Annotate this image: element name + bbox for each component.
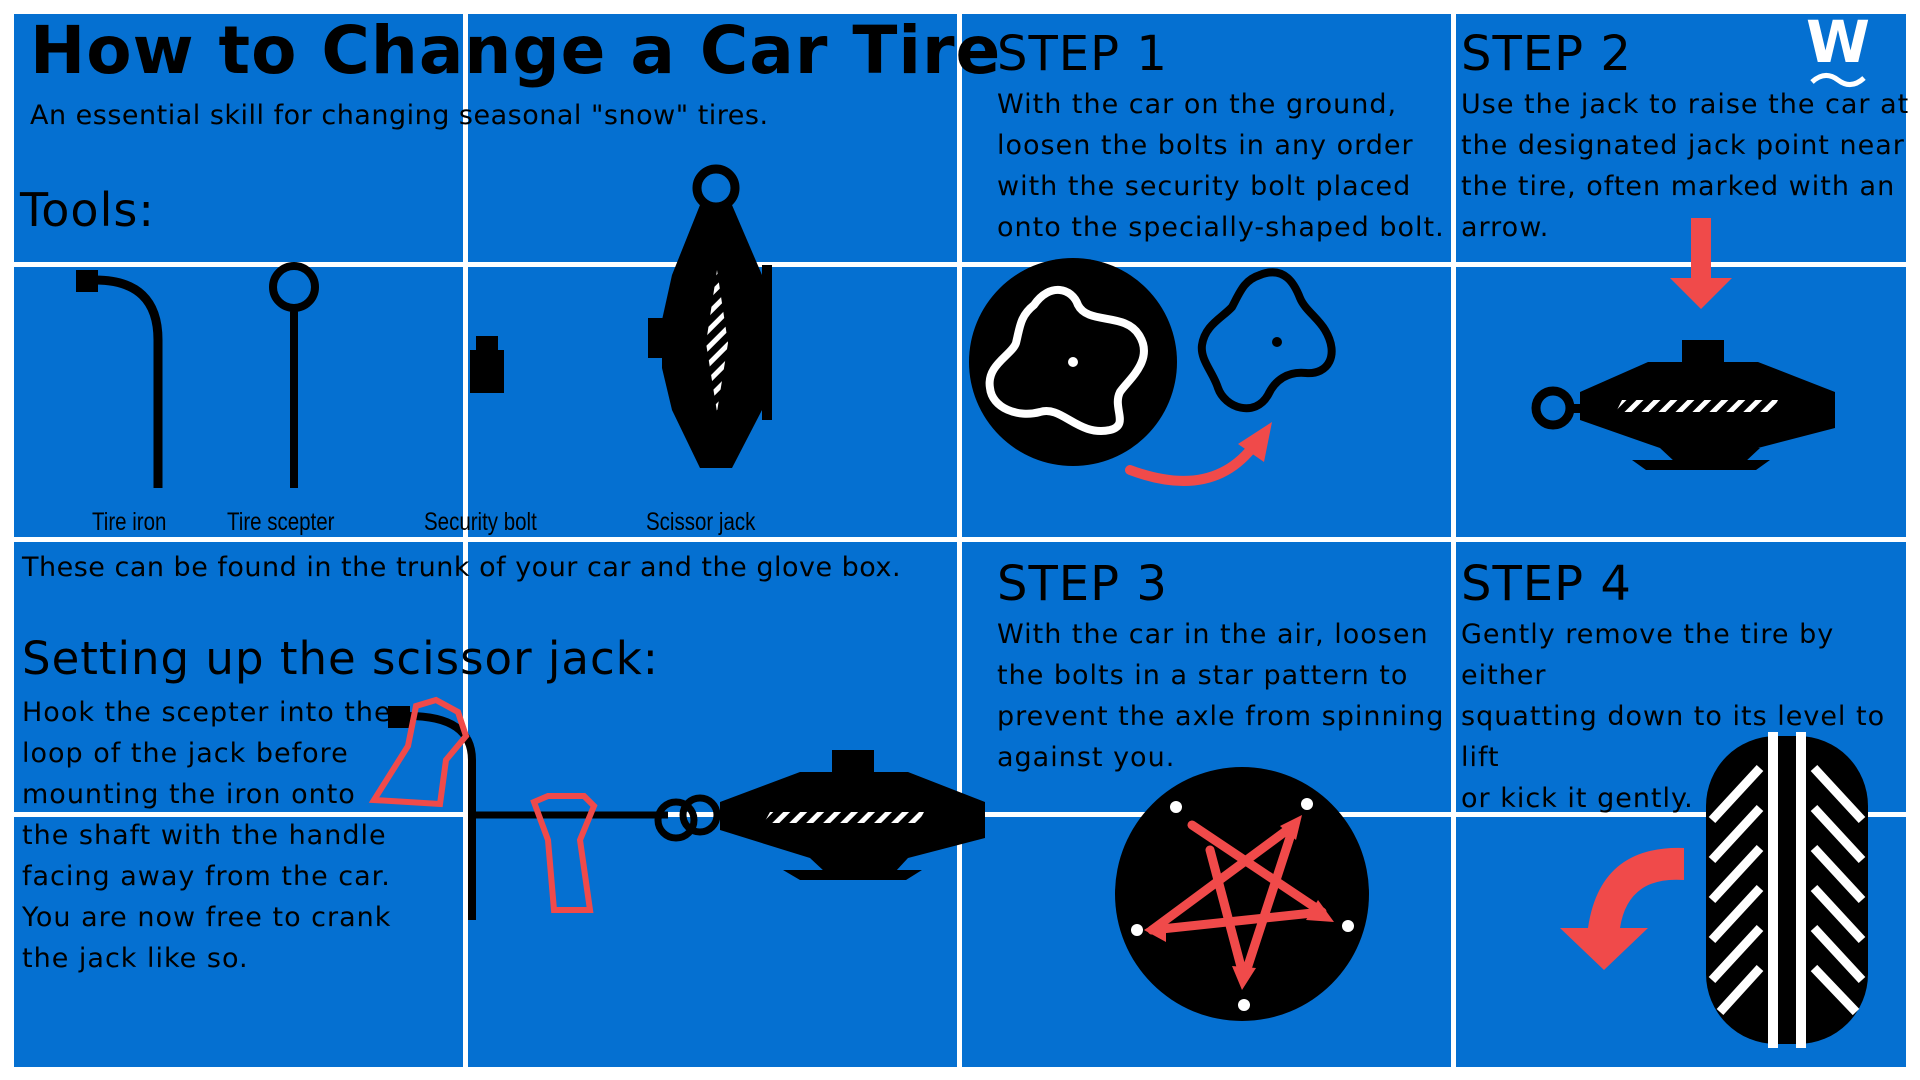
tools-location-note: These can be found in the trunk of your … bbox=[22, 552, 902, 583]
setup-scissor-jack-icon bbox=[720, 750, 985, 880]
step-3-text: With the car in the air, loosen the bolt… bbox=[997, 614, 1444, 778]
panel-step2-text bbox=[1456, 14, 1906, 262]
scissor-jack-raised-icon bbox=[1531, 340, 1835, 470]
step-4-heading: STEP 4 bbox=[1461, 556, 1632, 612]
panel-step3-text bbox=[962, 542, 1451, 812]
setup-line: the jack like so. bbox=[22, 943, 249, 974]
step-1-line: loosen the bolts in any order bbox=[997, 130, 1414, 161]
page-title: How to Change a Car Tire bbox=[30, 12, 1002, 89]
step-1-line: onto the specially-shaped bolt. bbox=[997, 212, 1445, 243]
step-4-line: or kick it gently. bbox=[1461, 783, 1694, 814]
panel-tools-left bbox=[14, 267, 463, 537]
security-bolt-icon bbox=[470, 336, 504, 393]
setup-line: mounting the iron onto bbox=[22, 779, 356, 810]
bolt-pattern-icon bbox=[969, 258, 1336, 466]
setup-instructions: Hook the scepter into the loop of the ja… bbox=[22, 692, 392, 979]
setup-iron-shaft-icon bbox=[472, 794, 721, 842]
panel-setup-left bbox=[14, 542, 463, 812]
logo-icon: W bbox=[1806, 8, 1870, 87]
scissor-jack-icon bbox=[648, 164, 772, 468]
star-pattern-icon bbox=[1115, 767, 1369, 1021]
step-2-line: the tire, often marked with an bbox=[1461, 171, 1896, 202]
setup-line: You are now free to crank bbox=[22, 902, 392, 933]
tool-label-tire-scepter: Tire scepter bbox=[227, 508, 335, 536]
step-1-heading: STEP 1 bbox=[997, 26, 1168, 82]
step-3-line: the bolts in a star pattern to bbox=[997, 660, 1409, 691]
step-4-line: squatting down to its level to lift bbox=[1461, 701, 1886, 773]
tire-iron-icon bbox=[76, 270, 163, 488]
panel-top-left bbox=[14, 14, 463, 262]
step-2-heading: STEP 2 bbox=[1461, 26, 1632, 82]
tool-label-security-bolt: Security bolt bbox=[424, 508, 537, 536]
setup-line: the shaft with the handle bbox=[22, 820, 387, 851]
curved-arrow-left-icon bbox=[1560, 847, 1684, 970]
panel-bottom-left bbox=[14, 817, 463, 1067]
tool-label-scissor-jack: Scissor jack bbox=[646, 508, 756, 536]
step-3-line: With the car in the air, loosen bbox=[997, 619, 1429, 650]
tool-label-tire-iron: Tire iron bbox=[92, 508, 167, 536]
setup-line: loop of the jack before bbox=[22, 738, 349, 769]
curved-arrow-icon bbox=[1125, 422, 1272, 486]
logo-letter: W bbox=[1806, 8, 1870, 76]
step-3-heading: STEP 3 bbox=[997, 556, 1168, 612]
setup-hand2-icon bbox=[530, 793, 598, 913]
tools-heading: Tools: bbox=[20, 183, 155, 237]
step-4-text: Gently remove the tire by either squatti… bbox=[1461, 614, 1920, 819]
page-subtitle: An essential skill for changing seasonal… bbox=[30, 100, 769, 131]
step-1-line: with the security bolt placed bbox=[997, 171, 1412, 202]
step-3-line: against you. bbox=[997, 742, 1176, 773]
setup-line: facing away from the car. bbox=[22, 861, 391, 892]
tire-scepter-icon bbox=[268, 262, 319, 488]
step-3-line: prevent the axle from spinning bbox=[997, 701, 1445, 732]
down-arrow-icon bbox=[1670, 218, 1732, 309]
panel-step1-text bbox=[962, 14, 1451, 262]
step-4-line: Gently remove the tire by either bbox=[1461, 619, 1835, 691]
step-2-line: Use the jack to raise the car at bbox=[1461, 89, 1910, 120]
setup-heading: Setting up the scissor jack: bbox=[22, 632, 659, 685]
step-2-line: the designated jack point near bbox=[1461, 130, 1905, 161]
setup-scepter-icon bbox=[388, 706, 476, 920]
step-2-text: Use the jack to raise the car at the des… bbox=[1461, 84, 1909, 248]
step-1-line: With the car on the ground, bbox=[997, 89, 1398, 120]
setup-hand-icon bbox=[368, 696, 470, 808]
setup-line: Hook the scepter into the bbox=[22, 697, 392, 728]
tire-tread-icon bbox=[1706, 732, 1868, 1048]
panel-setup-right bbox=[468, 542, 957, 812]
step-2-line: arrow. bbox=[1461, 212, 1550, 243]
step-1-text: With the car on the ground, loosen the b… bbox=[997, 84, 1445, 248]
